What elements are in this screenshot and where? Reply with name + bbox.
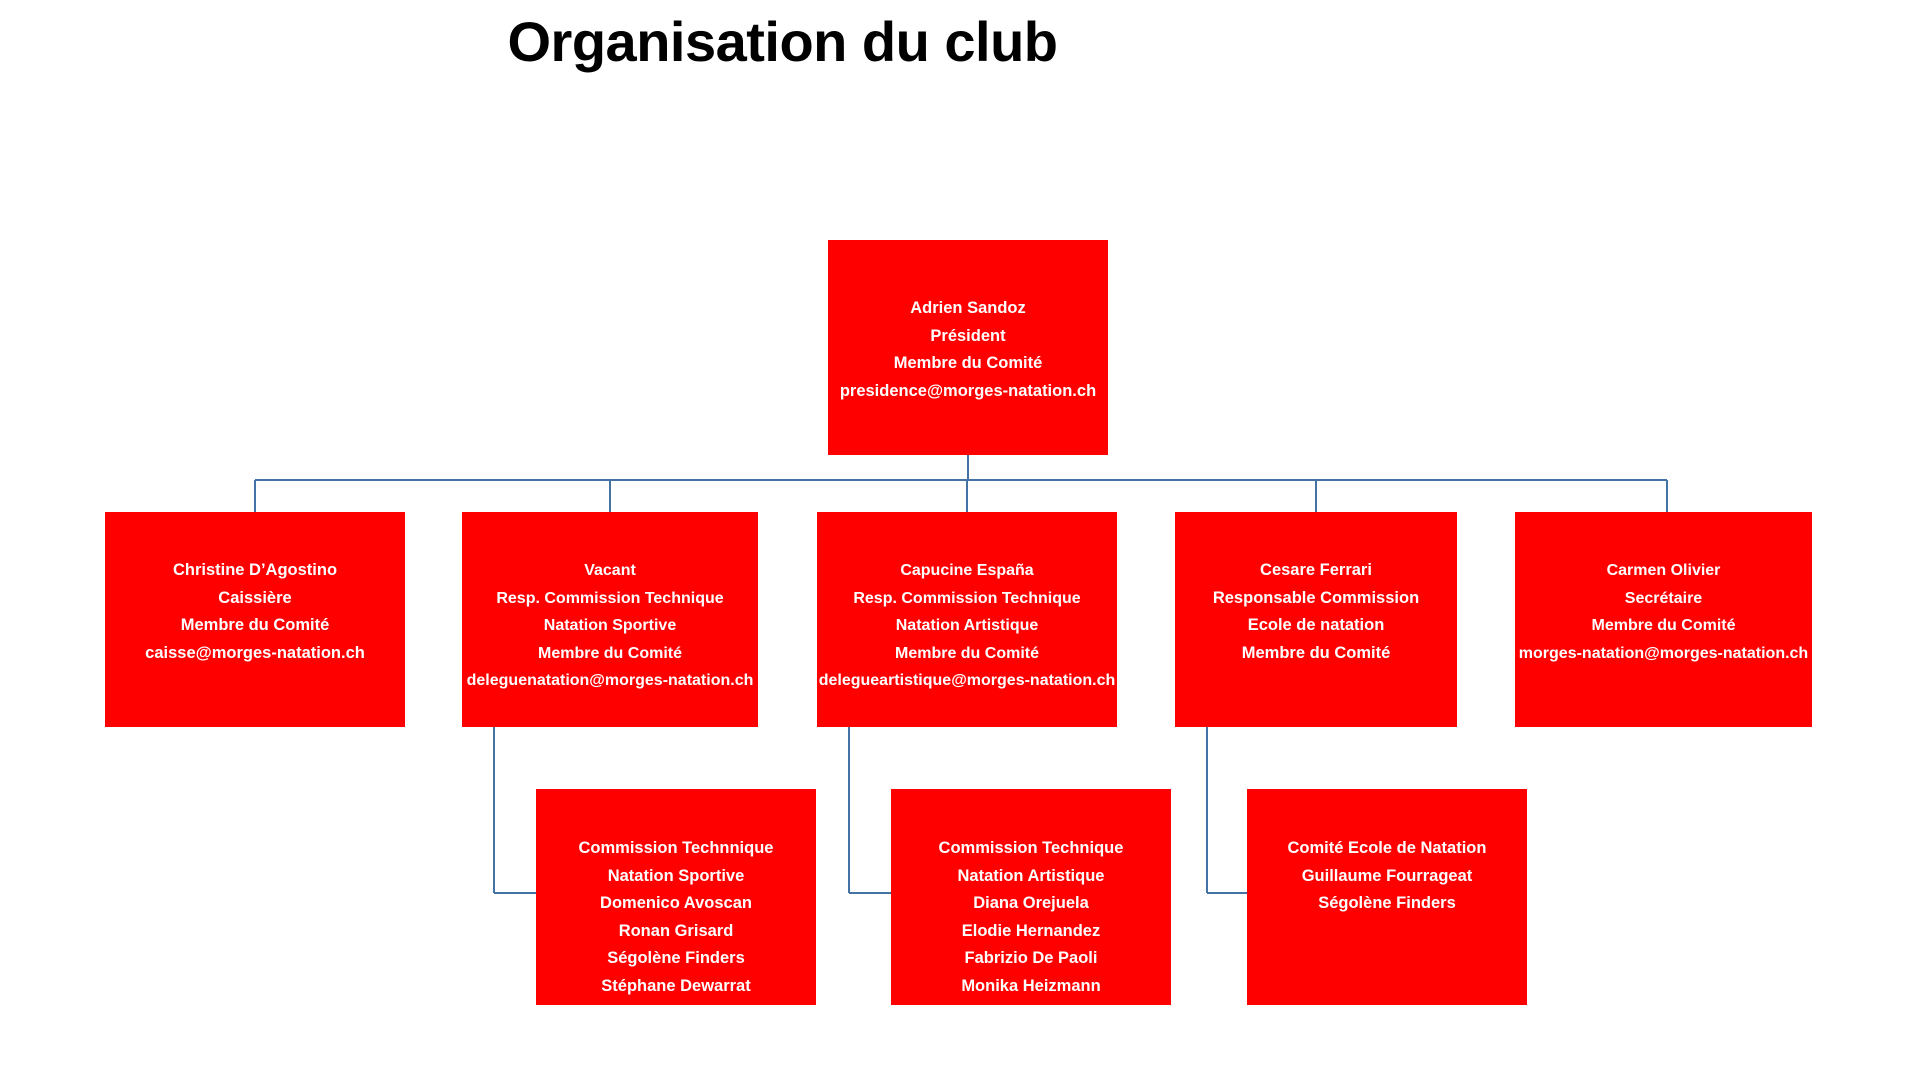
node-text-line: Resp. Commission Technique (496, 589, 724, 607)
node-text-line: morges-natation@morges-natation.ch (1518, 644, 1809, 662)
node-text-line: Domenico Avoscan (600, 894, 752, 912)
node-text-line: Ségolène Finders (607, 949, 745, 967)
node-text-line: Membre du Comité (1591, 617, 1736, 634)
page-title: Organisation du club (507, 10, 1058, 73)
node-text-line: Membre du Comité (180, 616, 330, 634)
node-text-line: Secrétaire (1624, 589, 1703, 607)
node-text-line: Comité Ecole de Natation (1287, 839, 1487, 857)
node-text-line: Natation Artistique (957, 866, 1105, 885)
node-text-line: Ronan Grisard (618, 921, 734, 940)
node-text-line: Natation Artistique (895, 617, 1039, 634)
node-text-line: Christine D’Agostino (172, 561, 338, 579)
node-text-line: Natation Sportive (607, 866, 745, 885)
node-text-line: Monika Heizmann (961, 976, 1101, 995)
node-text-line: Elodie Hernandez (961, 921, 1101, 940)
node-text-line: Stéphane Dewarrat (601, 976, 751, 995)
node-text-line: Membre du Comité (1241, 643, 1391, 662)
node-text-line: Membre du Comité (893, 354, 1043, 372)
node-text-line: Guillaume Fourrageat (1301, 866, 1473, 885)
node-text-line: Fabrizio De Paoli (964, 949, 1098, 967)
node-text-line: Caissière (218, 588, 292, 607)
node-text-line: presidence@morges-natation.ch (839, 381, 1097, 400)
node-text-line: Responsable Commission (1212, 588, 1420, 607)
node-text-line: Natation Sportive (543, 617, 677, 634)
node-text-line: delegueartistique@morges-natation.ch (818, 672, 1116, 689)
node-text-line: Président (930, 326, 1006, 345)
node-text-line: caisse@morges-natation.ch (145, 643, 365, 662)
node-text-line: Carmen Olivier (1606, 562, 1721, 579)
node-text-line: Cesare Ferrari (1260, 561, 1372, 579)
node-text-line: Vacant (584, 562, 636, 579)
node-text-line: Adrien Sandoz (910, 299, 1026, 317)
node-text-line: Commission Technique (938, 839, 1124, 857)
node-text-line: Ecole de natation (1247, 616, 1385, 634)
node-text-line: deleguenatation@morges-natation.ch (466, 672, 754, 689)
node-text-line: Commission Technnique (578, 839, 774, 857)
node-text-line: Diana Orejuela (973, 894, 1089, 912)
node-text-line: Membre du Comité (894, 644, 1039, 662)
node-text-line: Ségolène Finders (1318, 894, 1456, 912)
node-text-line: Resp. Commission Technique (853, 589, 1081, 607)
node-text-line: Capucine España (900, 562, 1034, 579)
node-text-line: Membre du Comité (537, 644, 682, 662)
